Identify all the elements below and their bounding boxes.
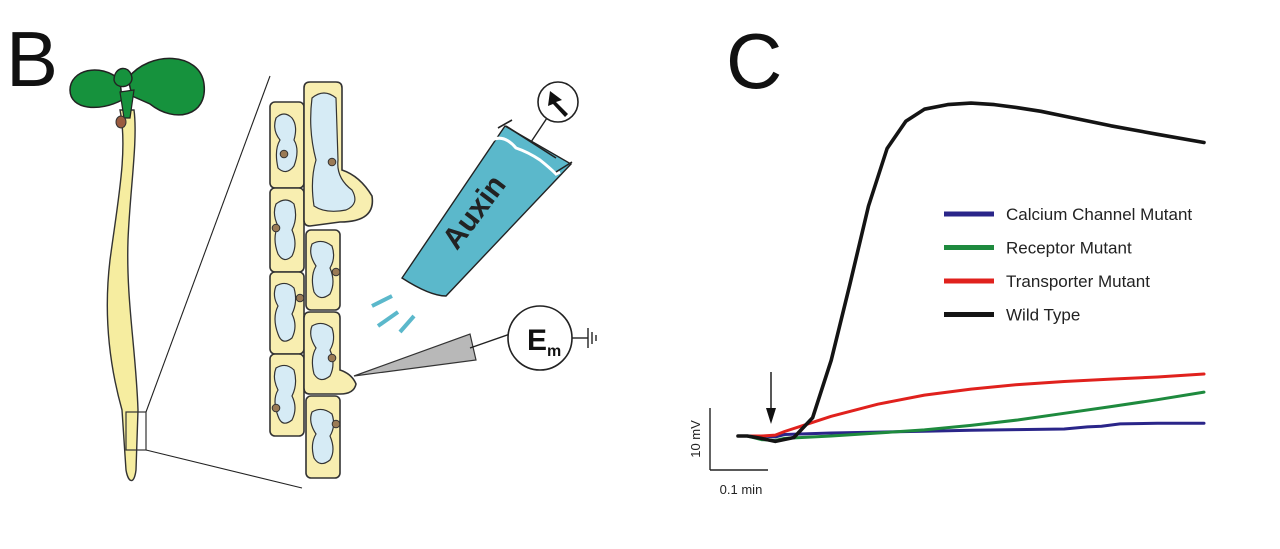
spray-line <box>398 314 416 334</box>
seedling-leaf-right <box>127 57 205 116</box>
syringe-icon: Auxin <box>371 117 573 334</box>
legend-label: Wild Type <box>1006 306 1080 325</box>
spray-line <box>376 310 400 328</box>
line-chart: 10 mV 0.1 min Calcium Channel MutantRece… <box>688 101 1206 497</box>
zoom-line-bottom <box>145 449 303 489</box>
seedling-hypocotyl-top <box>119 89 135 119</box>
seedling-leaf-left <box>69 69 123 109</box>
vacuoles <box>273 92 356 465</box>
spray-line <box>371 294 393 308</box>
nucleus <box>271 223 281 233</box>
gauge-dial <box>537 81 579 123</box>
panel-letter-b: B <box>6 15 59 103</box>
nucleus <box>331 267 341 277</box>
syringe-liquid-surface <box>491 136 561 176</box>
syringe-rim-left <box>497 119 513 129</box>
nucleus <box>279 149 289 159</box>
seedling-bud <box>113 67 133 88</box>
seedling-illustration <box>69 57 303 489</box>
pressure-gauge-icon <box>537 81 579 123</box>
nucleus <box>327 353 337 363</box>
vacuole <box>273 364 297 424</box>
electrode-label: Em <box>527 324 561 360</box>
series-layer <box>736 101 1206 444</box>
ground-icon <box>572 328 597 348</box>
gauge-arrow <box>548 91 568 117</box>
vacuole <box>310 408 335 465</box>
scale-bar-x-label: 0.1 min <box>720 482 763 497</box>
syringe-barrel <box>401 125 573 297</box>
vacuole <box>310 322 335 381</box>
syringe-rim-right <box>555 161 573 173</box>
syringe-gauge-link <box>530 117 548 143</box>
electrode-label-main: E <box>527 324 547 357</box>
electrode-label-sub: m <box>547 343 561 360</box>
nucleus <box>295 293 305 303</box>
scale-bar-y-label: 10 mV <box>688 420 703 458</box>
zoom-region-box <box>125 411 147 451</box>
seedling-stem <box>106 109 139 482</box>
legend-label: Transporter Mutant <box>1006 272 1150 291</box>
zoom-line-top <box>145 75 271 413</box>
electrode-wire <box>469 333 511 349</box>
seedling-spot <box>115 115 127 129</box>
vacuole <box>274 113 298 173</box>
nucleus <box>327 157 337 167</box>
vacuole <box>310 240 335 299</box>
panel-letter-c: C <box>726 17 783 105</box>
electrode-pipette <box>353 333 477 377</box>
vacuole <box>273 282 297 342</box>
electrode-icon: Em <box>353 305 597 377</box>
vacuole <box>310 92 356 212</box>
nuclei <box>271 149 341 429</box>
series-line-wild-type <box>736 101 1206 444</box>
nucleus <box>271 403 281 413</box>
series-line-transporter-mutant <box>736 372 1206 438</box>
legend-label: Calcium Channel Mutant <box>1006 205 1192 224</box>
stimulus-arrow-icon <box>766 372 776 424</box>
legend-label: Receptor Mutant <box>1006 239 1132 258</box>
nucleus <box>331 419 341 429</box>
